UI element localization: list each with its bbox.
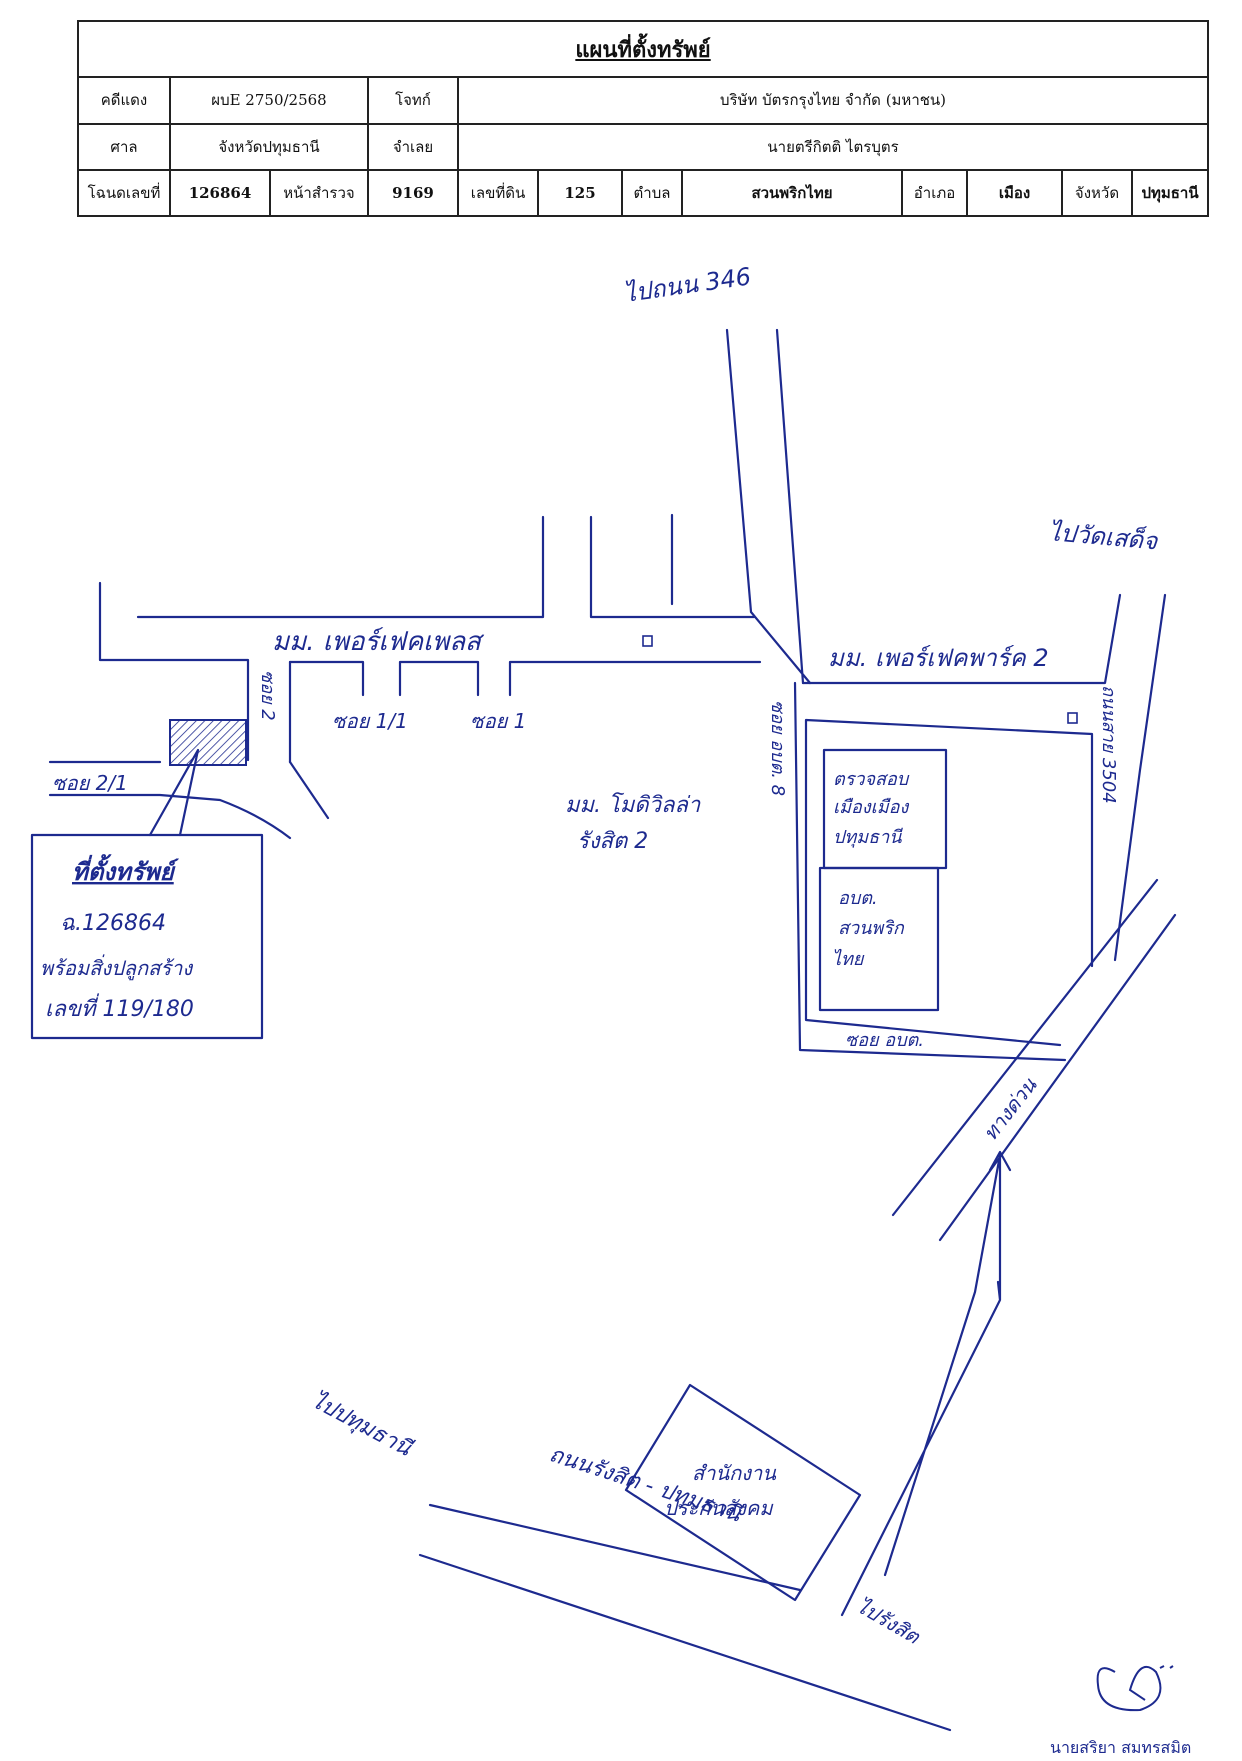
label-village-perfect-park: มม. เพอร์เฟคพาร์ค 2 bbox=[828, 644, 1049, 672]
label-soi-2: ซอย 2 bbox=[257, 670, 278, 721]
property-box-deed: ฉ.126864 bbox=[60, 911, 166, 936]
signature-name: นายสริยา สมทรสมิต bbox=[1050, 1738, 1192, 1757]
label-police-1: ตรวจสอบ bbox=[833, 769, 910, 790]
label-to-highway-346: ไปถนน 346 bbox=[622, 262, 753, 308]
park-inner-boundary bbox=[804, 718, 1094, 1047]
road-to-highway-346 bbox=[725, 328, 812, 685]
property-box-heading: ที่ตั้งทรัพย์ bbox=[72, 854, 180, 886]
label-to-pathum: ไปปทุมธานี bbox=[307, 1387, 417, 1462]
label-soi-mu-8: ซอย อบต. 8 bbox=[767, 700, 788, 796]
perfect-place-road-north bbox=[136, 515, 756, 619]
defendant-value: นายตรีกิตติ ไตรบุตร bbox=[456, 122, 1210, 171]
perfect-place-road-south bbox=[98, 581, 762, 762]
land-number: 125 bbox=[537, 168, 623, 218]
page-title: แผนที่ตั้งทรัพย์ bbox=[76, 19, 1210, 79]
case-number: ผบE 2750/2568 bbox=[169, 76, 369, 125]
expressway-line-2 bbox=[938, 913, 1177, 1242]
to-wat-sadet-road bbox=[1113, 593, 1167, 962]
signature-mark bbox=[1096, 1665, 1174, 1712]
label-soi-1: ซอย 1 bbox=[470, 709, 526, 733]
property-box-building: พร้อมสิ่งปลูกสร้าง bbox=[40, 954, 193, 981]
label-soi-1-1: ซอย 1/1 bbox=[332, 709, 408, 733]
perfect-park-road bbox=[801, 593, 1122, 685]
label-social-security-1: สำนักงาน bbox=[692, 1461, 777, 1485]
defendant-label: จำเลย bbox=[367, 122, 459, 171]
label-tambon-3: ไทย bbox=[832, 948, 865, 970]
property-parcel bbox=[169, 719, 247, 766]
label-khlong-3504: ถนนสาย 3504 bbox=[1098, 685, 1119, 804]
rangsit-pathum-road-south bbox=[418, 1553, 952, 1732]
survey-label: หน้าสำรวจ bbox=[269, 168, 369, 218]
label-village-modi-1: มม. โมดิวิลล่า bbox=[565, 792, 701, 818]
soi-2-street bbox=[288, 760, 330, 820]
label-village-modi-2: รังสิต 2 bbox=[577, 829, 648, 854]
case-label: คดีแดง bbox=[77, 76, 171, 125]
deed-label: โฉนดเลขที่ bbox=[77, 168, 171, 218]
rangsit-pathum-road-north bbox=[428, 1503, 802, 1592]
label-soi-2-1: ซอย 2/1 bbox=[52, 771, 128, 795]
label-police-3: ปทุมธานี bbox=[833, 827, 904, 848]
label-tambon-2: สวนพริก bbox=[838, 918, 905, 939]
province-label: จังหวัด bbox=[1061, 168, 1133, 218]
label-village-perfect-place: มม. เพอร์เฟคเพลส bbox=[272, 627, 485, 657]
gate-marker-2 bbox=[1067, 712, 1078, 724]
label-expressway: ทางด่วน bbox=[978, 1072, 1042, 1145]
subdistrict-value: สวนพริกไทย bbox=[681, 168, 903, 218]
soi-obt-road bbox=[793, 681, 1067, 1062]
label-social-security-2: ประกันสังคม bbox=[664, 1496, 774, 1520]
court-value: จังหวัดปทุมธานี bbox=[169, 122, 369, 171]
label-soi-obt: ซอย อบต. bbox=[845, 1030, 924, 1051]
property-box-house-number: เลขที่ 119/180 bbox=[45, 993, 194, 1022]
tambon-office-block bbox=[818, 866, 940, 1012]
label-tambon-1: อบต. bbox=[838, 888, 878, 909]
soi-2-1-street bbox=[48, 760, 292, 840]
district-value: เมือง bbox=[966, 168, 1063, 218]
label-to-rangsit: ไปรังสิต bbox=[853, 1594, 925, 1650]
gate-marker bbox=[642, 635, 653, 647]
social-security-block bbox=[624, 1383, 862, 1602]
label-police-2: เมืองเมือง bbox=[833, 797, 909, 818]
land-label: เลขที่ดิน bbox=[457, 168, 539, 218]
subdistrict-label: ตำบล bbox=[621, 168, 683, 218]
property-box-pointer bbox=[148, 748, 200, 837]
plaintiff-label: โจทก์ bbox=[367, 76, 459, 125]
expressway-line-1 bbox=[891, 878, 1159, 1217]
plaintiff-value: บริษัท บัตรกรุงไทย จำกัด (มหาชน) bbox=[456, 76, 1210, 125]
property-box-frame bbox=[30, 833, 264, 1040]
survey-number: 9169 bbox=[367, 168, 459, 218]
court-label: ศาล bbox=[77, 122, 171, 171]
district-label: อำเภอ bbox=[901, 168, 968, 218]
deed-number: 126864 bbox=[169, 168, 271, 218]
header-table: แผนที่ตั้งทรัพย์ คดีแดง ผบE 2750/2568 โจ… bbox=[76, 19, 1210, 218]
route-arrow bbox=[840, 1150, 1012, 1617]
label-to-wat-sadet: ไปวัดเสด็จ bbox=[1047, 517, 1159, 555]
province-value: ปทุมธานี bbox=[1130, 168, 1210, 218]
